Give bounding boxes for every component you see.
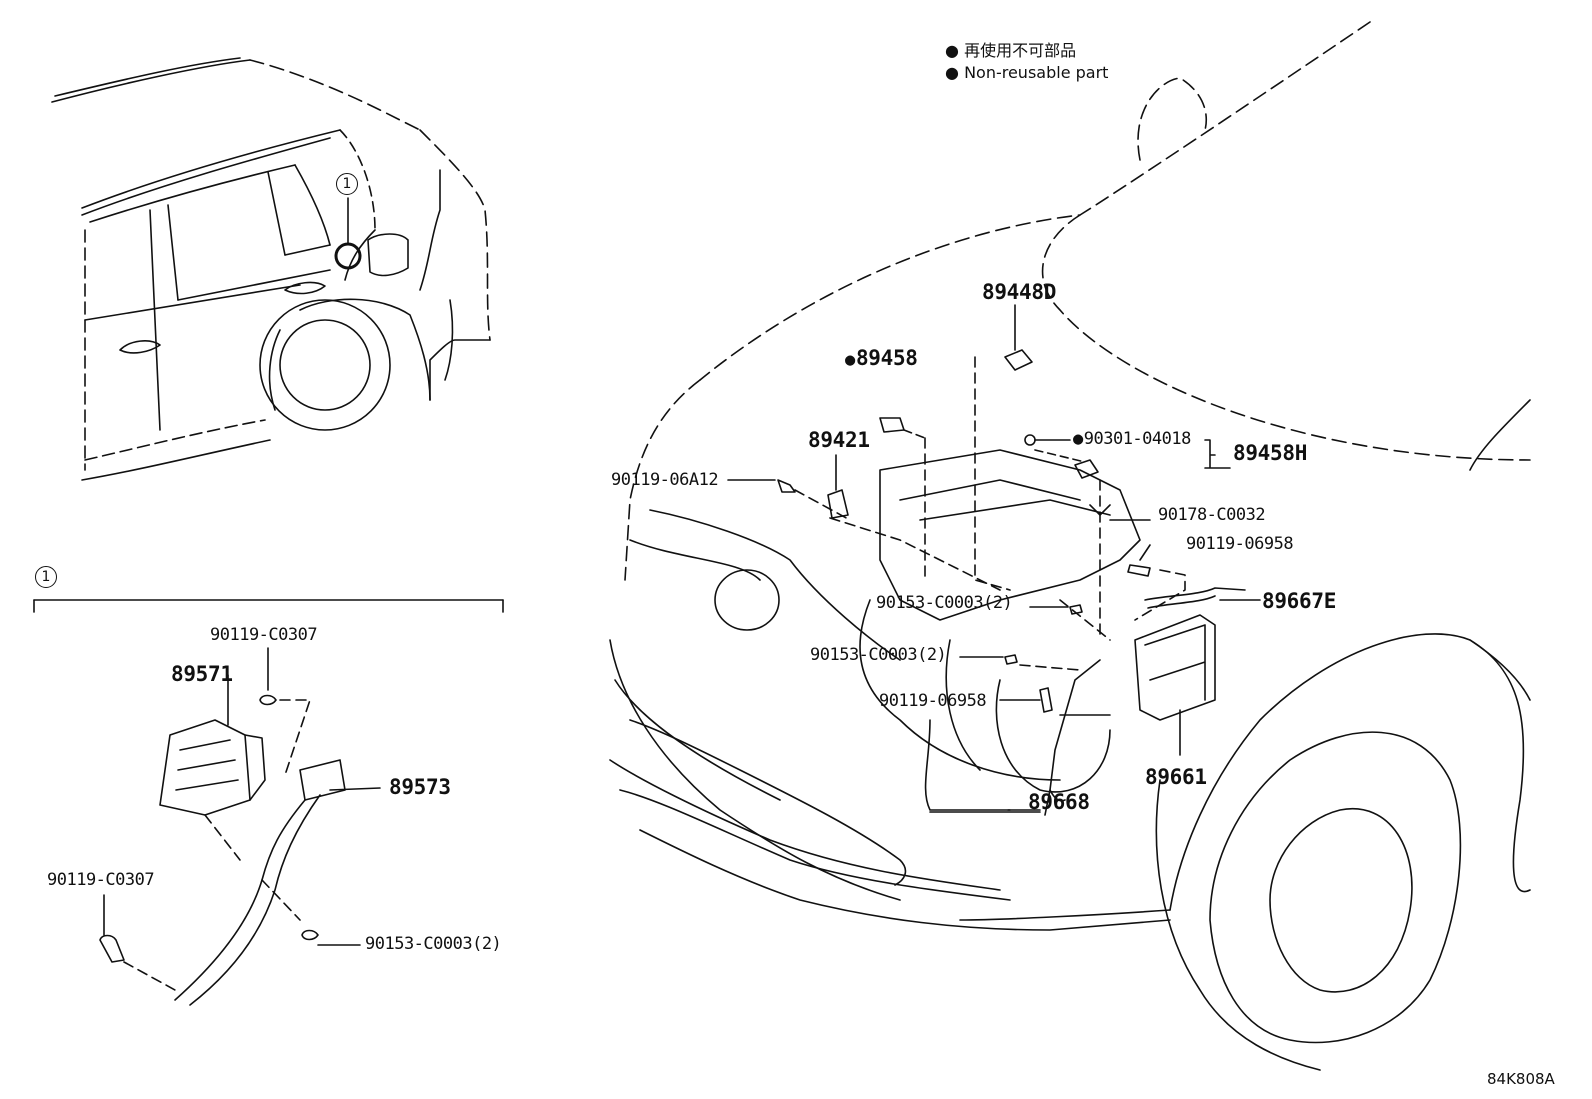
part-label-89448D[interactable]: 89448D — [982, 280, 1057, 304]
part-label-90119-06958-upper[interactable]: 90119-06958 — [1186, 534, 1294, 554]
bracket-assembly-illustration — [33, 599, 504, 1006]
part-label-90119-06A12[interactable]: 90119-06A12 — [611, 470, 719, 490]
part-label-89668[interactable]: 89668 — [1028, 790, 1090, 814]
part-label-90119-C0307-upper[interactable]: 90119-C0307 — [210, 625, 318, 645]
diagram-code: 84K808A — [1487, 1070, 1555, 1088]
part-label-90119-06958-lower[interactable]: 90119-06958 — [879, 691, 987, 711]
part-label-89421[interactable]: 89421 — [808, 428, 870, 452]
legend-english: ● Non-reusable part — [945, 63, 1108, 82]
part-label-89458[interactable]: 89458 — [845, 348, 918, 369]
callout-marker-rear: 1 — [336, 173, 358, 195]
legend-line2: Non-reusable part — [964, 63, 1109, 82]
part-label-90178-C0032[interactable]: 90178-C0032 — [1158, 505, 1266, 525]
part-label-89573[interactable]: 89573 — [389, 775, 451, 799]
legend-japanese: ● 再使用不可部品 — [945, 37, 1076, 61]
part-label-90153-C0003-middle[interactable]: 90153-C0003(2) — [810, 645, 947, 665]
part-label-89571[interactable]: 89571 — [171, 662, 233, 686]
part-label-89458H[interactable]: 89458H — [1233, 441, 1308, 465]
bullet-icon: ● — [945, 63, 959, 82]
callout-marker-group: 1 — [35, 566, 57, 588]
part-label-90119-C0307-lower[interactable]: 90119-C0307 — [47, 870, 155, 890]
legend-line1: 再使用不可部品 — [964, 41, 1077, 60]
part-label-90301-04018[interactable]: 90301-04018 — [1073, 431, 1192, 448]
part-label-90153-C0003-group[interactable]: 90153-C0003(2) — [365, 934, 502, 954]
bullet-icon: ● — [945, 41, 959, 60]
front-vehicle-illustration — [609, 21, 1531, 1071]
part-label-89661[interactable]: 89661 — [1145, 765, 1207, 789]
rear-vehicle-illustration — [51, 57, 491, 481]
part-label-90153-C0003-upper[interactable]: 90153-C0003(2) — [876, 593, 1013, 613]
part-label-89667E[interactable]: 89667E — [1262, 589, 1337, 613]
